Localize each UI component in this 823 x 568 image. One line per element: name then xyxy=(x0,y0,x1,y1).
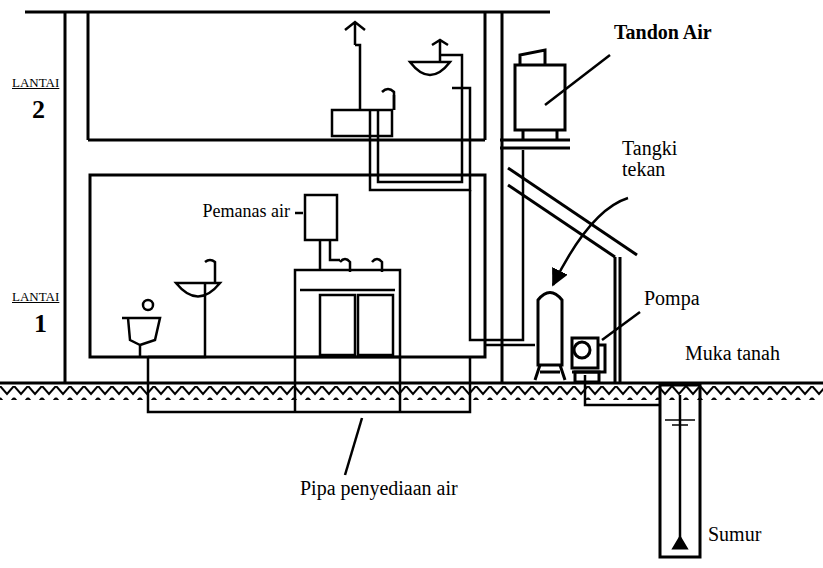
pressure-tank-label: Tangki tekan xyxy=(620,138,704,180)
floor-number: 1 xyxy=(32,310,49,337)
floor-label: LANTAI xyxy=(10,290,61,304)
floor-label: LANTAI xyxy=(10,76,61,90)
well-label: Sumur xyxy=(706,524,763,545)
pipes xyxy=(148,45,680,540)
tank-label: Tandon Air xyxy=(612,22,714,43)
building xyxy=(25,12,637,383)
heater-label: Pemanas air xyxy=(201,202,292,221)
ground-level-label: Muka tanah xyxy=(683,343,782,364)
pump-label: Pompa xyxy=(642,288,702,309)
leader-lines xyxy=(345,55,640,475)
pipe-label: Pipa penyediaan air xyxy=(298,478,460,499)
floor-number: 2 xyxy=(30,96,47,123)
